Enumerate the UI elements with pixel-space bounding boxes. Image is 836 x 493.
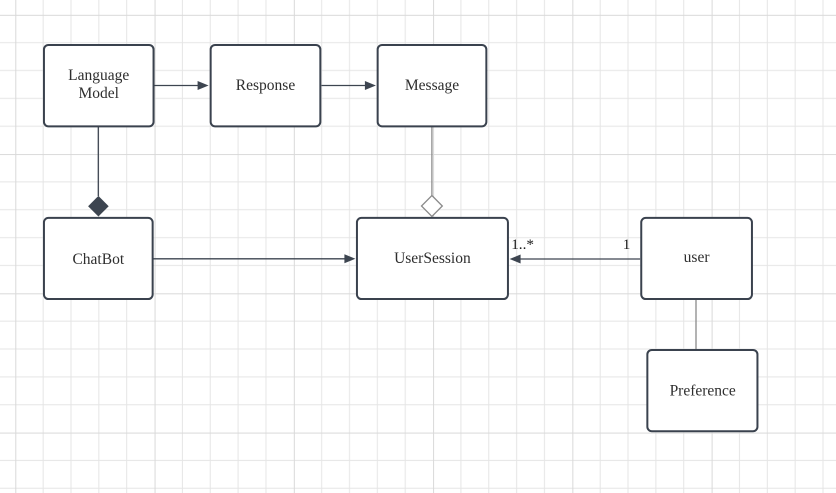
svg-text:Language: Language — [68, 67, 129, 84]
svg-text:1: 1 — [623, 236, 631, 253]
svg-text:Preference: Preference — [670, 383, 736, 400]
svg-text:Response: Response — [236, 77, 296, 94]
svg-text:1..*: 1..* — [511, 236, 534, 253]
svg-text:Model: Model — [78, 85, 118, 102]
svg-text:Message: Message — [405, 77, 459, 94]
svg-text:ChatBot: ChatBot — [72, 251, 124, 268]
svg-text:UserSession: UserSession — [394, 250, 471, 267]
svg-text:user: user — [684, 249, 711, 266]
